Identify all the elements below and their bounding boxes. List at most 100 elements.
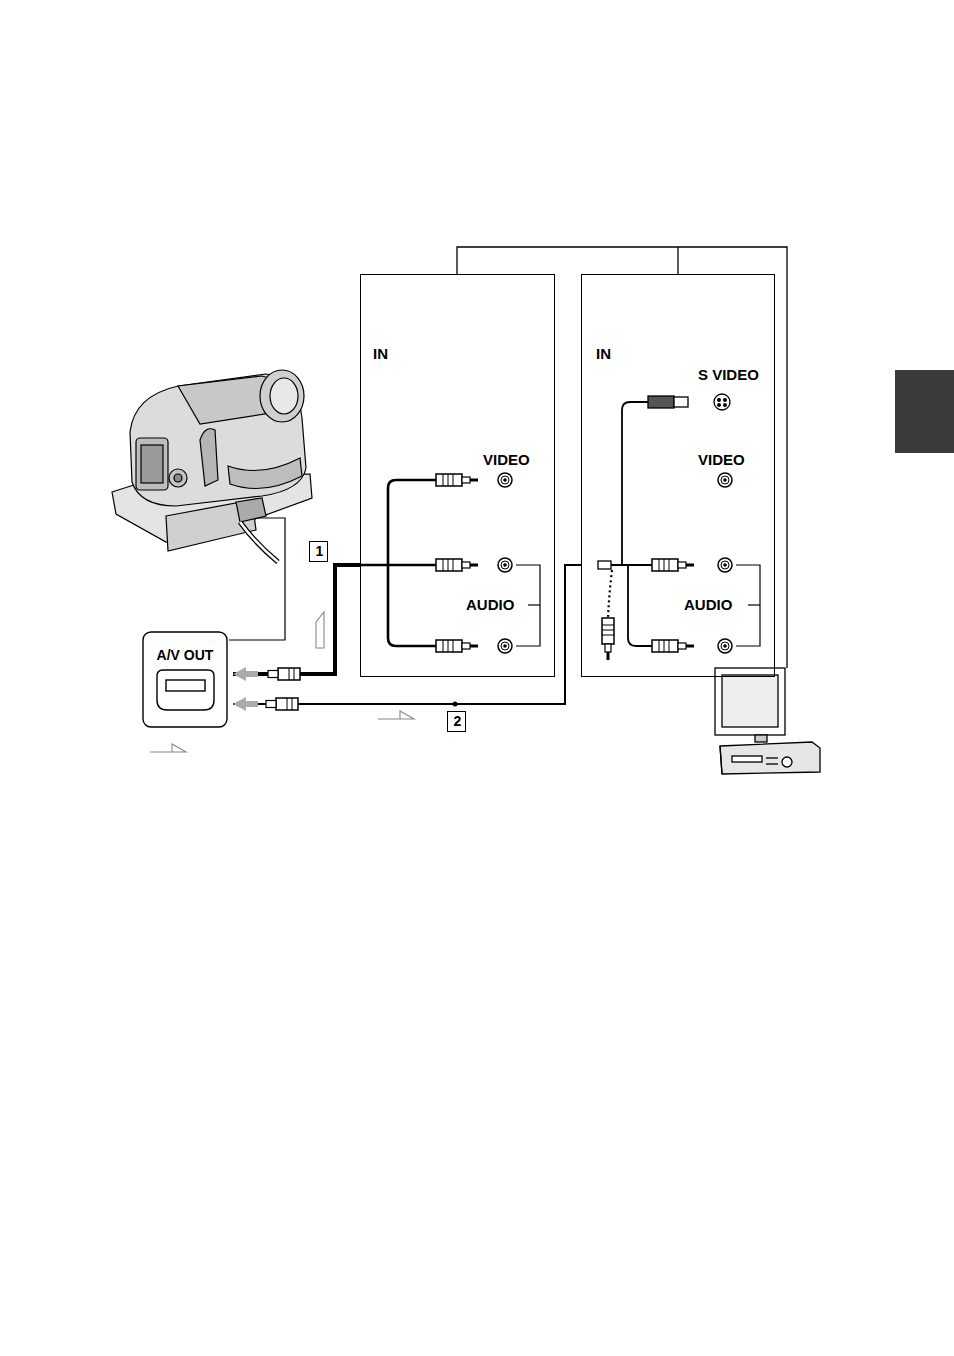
- av-plug: [266, 668, 300, 710]
- side-tab: [895, 370, 954, 453]
- av-out-box: [157, 670, 214, 710]
- av-out-box: [143, 632, 227, 727]
- av-out-label-box: A/V OUT: [143, 632, 233, 727]
- jack: [718, 558, 732, 572]
- jack-label: IN: [373, 346, 388, 363]
- jack-label: VIDEO: [698, 452, 745, 469]
- callout-number: 2: [447, 711, 466, 732]
- bracket-line: [677, 247, 678, 274]
- tv-vcr-illustration: [782, 757, 792, 767]
- jack: [718, 473, 732, 487]
- camcorder-illustration: [260, 370, 304, 422]
- jack: [718, 639, 732, 653]
- camcorder-illustration: [136, 438, 168, 490]
- cable-two-dot: [453, 702, 458, 707]
- camcorder-illustration: [112, 370, 312, 562]
- camcorder-illustration: [240, 522, 278, 562]
- leader-line: [229, 518, 285, 640]
- splitter: [598, 561, 611, 569]
- camcorder-illustration: [174, 474, 182, 482]
- signal-arrow: [378, 711, 414, 719]
- jack-label: A/V OUT: [143, 648, 227, 663]
- bracket-line: [457, 247, 787, 668]
- tv-vcr-illustration: [732, 756, 762, 762]
- tv-vcr-illustration: [715, 668, 785, 735]
- cable-two-branches: [608, 402, 652, 646]
- camcorder-illustration: [270, 378, 298, 414]
- cable-one-branches: [360, 480, 436, 646]
- rca-plug: [602, 618, 614, 660]
- av-plug: [266, 698, 298, 710]
- camcorder-illustration: [169, 469, 187, 487]
- audio-bracket: [748, 604, 760, 605]
- leader-line: [229, 518, 285, 640]
- audio-bracket: [528, 604, 540, 605]
- jack: [498, 639, 512, 653]
- s-video-plug: [724, 404, 727, 407]
- cable-two-branches: [608, 570, 612, 618]
- tv-vcr-illustration: [720, 742, 820, 774]
- audio-bracket: [516, 565, 760, 646]
- jack-label: AUDIO: [684, 597, 732, 614]
- s-video-plug: [648, 394, 730, 410]
- jack-label: AUDIO: [466, 597, 514, 614]
- tv-vcr-illustration: [755, 735, 767, 742]
- camcorder-illustration: [141, 445, 163, 483]
- tv-vcr-illustration: [722, 675, 778, 727]
- cable-two-branches: [610, 564, 652, 566]
- camcorder-illustration: [228, 458, 302, 489]
- tv-vcr-illustration: [766, 757, 778, 758]
- camcorder-illustration: [130, 374, 306, 506]
- tv-vcr-illustration: [766, 763, 778, 764]
- insert-arrow: [233, 667, 258, 711]
- side-tab: [895, 370, 954, 453]
- audio-bracket: [736, 565, 760, 646]
- input-panel: IN S VIDEO VIDEO AUDIO: [581, 274, 775, 677]
- signal-arrow: [150, 612, 414, 752]
- rca-plug: [436, 474, 478, 486]
- insert-arrow: [233, 697, 258, 711]
- s-video-plug: [724, 399, 727, 402]
- cable-two-dot: [453, 702, 458, 707]
- s-video-plug: [718, 404, 721, 407]
- jack-label: IN: [596, 346, 611, 363]
- rca-plug: [436, 559, 478, 571]
- camcorder-illustration: [240, 522, 278, 562]
- rca-plug: [436, 640, 478, 652]
- cable-one-branches: [388, 480, 436, 565]
- jack: [498, 558, 512, 572]
- cable-two-branches: [622, 402, 648, 565]
- camcorder-illustration: [200, 429, 218, 486]
- jack-label: VIDEO: [483, 452, 530, 469]
- input-panel: IN VIDEO AUDIO: [360, 274, 555, 677]
- rca-plug: [652, 640, 694, 652]
- rca-plug: [602, 559, 694, 660]
- callout-number: 1: [310, 544, 329, 559]
- av-plug: [268, 668, 300, 680]
- cable-two-branches: [628, 565, 652, 646]
- rca-plug: [652, 559, 694, 571]
- rca-plug: [436, 474, 478, 652]
- audio-bracket: [516, 565, 540, 646]
- callout-number: 2: [448, 714, 467, 729]
- splitter: [598, 561, 611, 569]
- s-video-plug: [674, 397, 688, 407]
- av-cable: [233, 565, 360, 674]
- signal-arrow: [150, 744, 186, 752]
- s-video-plug: [714, 394, 730, 410]
- jack: [498, 473, 512, 487]
- jack-label: S VIDEO: [698, 367, 759, 384]
- s-video-plug: [648, 396, 674, 408]
- cable-one-branches: [360, 564, 436, 567]
- insert-arrow: [233, 667, 258, 681]
- bracket-line: [457, 247, 787, 668]
- tv-vcr-illustration: [720, 746, 722, 774]
- av-out-box: [143, 632, 227, 727]
- jack: [498, 473, 732, 653]
- signal-arrow: [316, 612, 324, 648]
- tv-vcr-illustration: [715, 668, 820, 774]
- s-video-plug: [718, 399, 721, 402]
